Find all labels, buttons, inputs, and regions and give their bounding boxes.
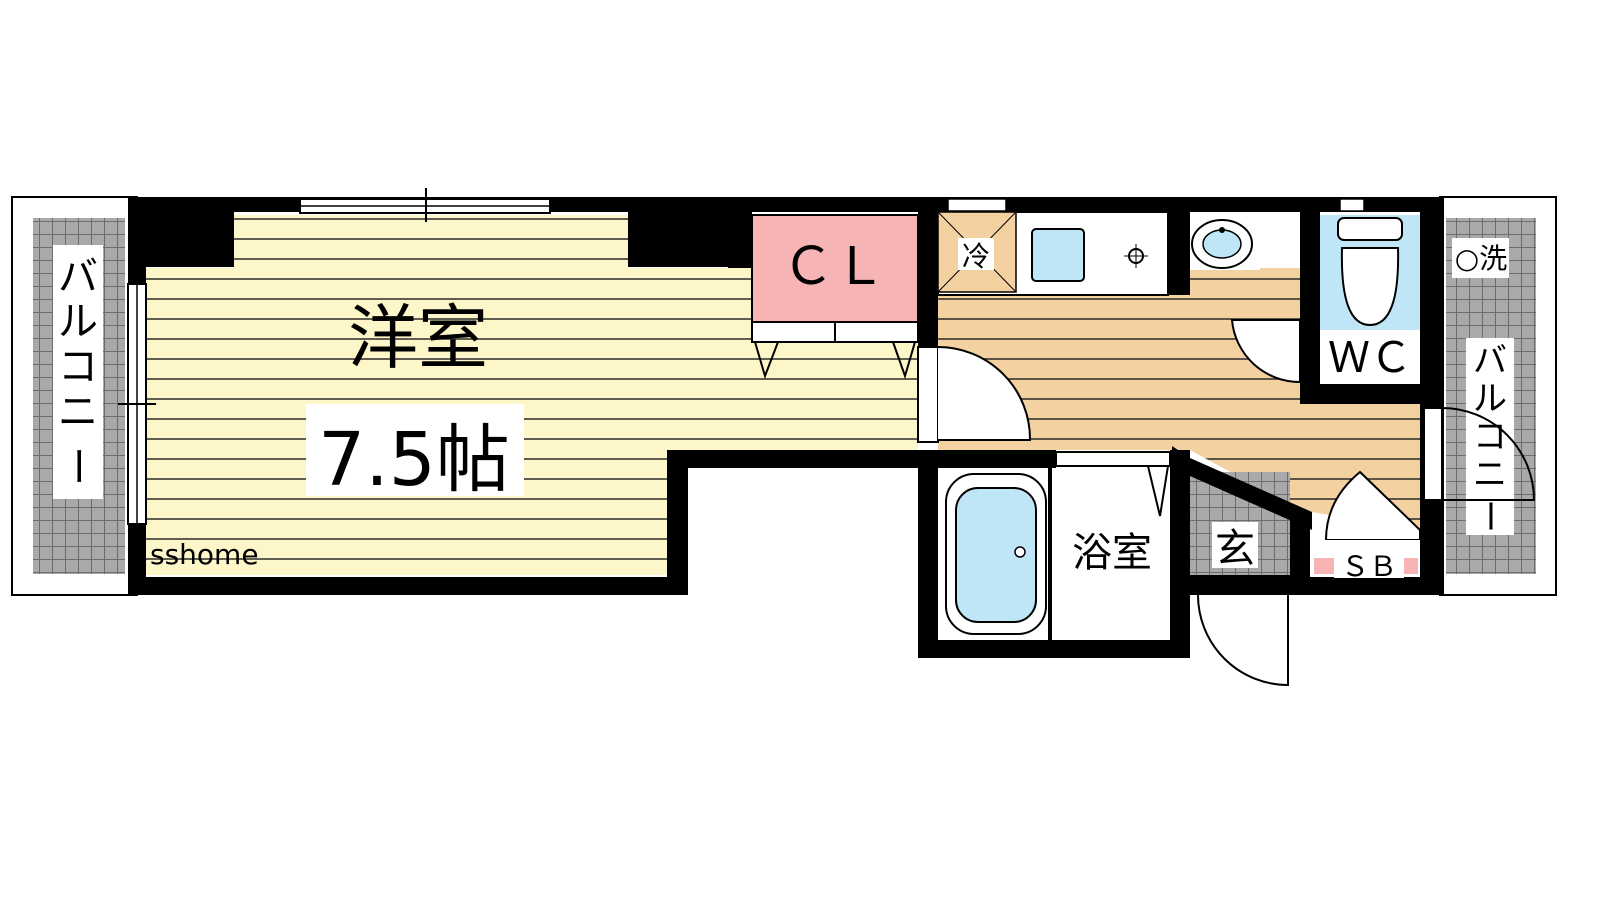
balcony-left-char: バ xyxy=(58,254,98,300)
entrance-label: 玄 xyxy=(1215,526,1255,572)
washbasin xyxy=(1190,212,1260,270)
door-balcony-right xyxy=(1423,407,1536,501)
balcony-right-char: コ xyxy=(1473,417,1507,457)
balcony-right xyxy=(1439,196,1557,596)
shoe-box xyxy=(1310,470,1421,578)
bathroom-label: 浴室 xyxy=(1072,530,1152,576)
western-room-label: 洋室 xyxy=(348,297,488,379)
washer-label: ○洗 xyxy=(1455,242,1507,275)
toilet-room xyxy=(1230,197,1440,404)
closet-label: ＣＬ xyxy=(782,237,886,297)
closet xyxy=(751,214,919,380)
balcony-right-char: ニ xyxy=(1473,455,1507,495)
bathroom xyxy=(938,450,1171,640)
shoebox-label: ＳＢ xyxy=(1341,550,1397,583)
toilet-label: ＷＣ xyxy=(1328,333,1412,382)
balcony-left xyxy=(11,196,138,596)
balcony-right-char: ル xyxy=(1473,379,1507,419)
balcony-right-char: バ xyxy=(1473,341,1507,381)
balcony-right-label: バ ル コ ニ ー xyxy=(1469,341,1509,533)
watermark: sshome xyxy=(150,538,259,571)
door-western xyxy=(917,346,1032,443)
window-top xyxy=(299,188,551,222)
western-room-size: 7.5帖 xyxy=(318,417,510,503)
balcony-left-char: ニ xyxy=(58,389,98,435)
entrance xyxy=(1172,446,1312,687)
kitchen-counter xyxy=(937,198,1190,296)
wall-divider xyxy=(918,197,938,347)
fridge-label: 冷 xyxy=(962,240,990,273)
balcony-left-char: ー xyxy=(54,446,100,486)
size-label-bg xyxy=(306,404,524,496)
window-left xyxy=(118,283,156,525)
balcony-left-char: ル xyxy=(58,299,98,345)
balcony-right-char: ー xyxy=(1469,499,1509,533)
balcony-left-char: コ xyxy=(58,344,98,390)
balcony-left-label: バ ル コ ニ ー xyxy=(54,254,100,486)
